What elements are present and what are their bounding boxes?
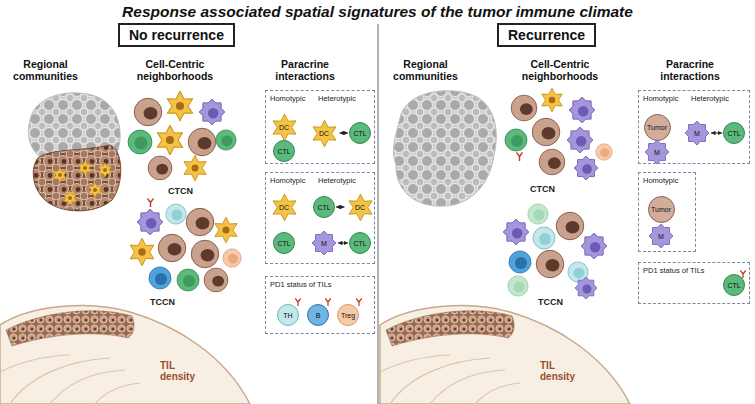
box-caption: PD1 status of TILs [643, 266, 705, 275]
cell-label: M [321, 240, 327, 247]
cell-body [685, 121, 709, 145]
macrophage-cell: M [311, 230, 337, 256]
cell-label: B [316, 312, 321, 319]
interaction-arrow [711, 133, 722, 134]
cell-label: CTL [277, 240, 290, 247]
cell-body [313, 120, 336, 147]
dendritic-cell: DC [310, 119, 339, 148]
cell-label: M [654, 149, 660, 156]
interaction-box: Homotypic HeterotypicDC CTL CTL DC M CTL [265, 172, 375, 264]
interaction-arrow [338, 243, 348, 244]
group-heading: Recurrence [497, 23, 596, 47]
cell-label: DC [319, 130, 329, 137]
cell-body [312, 231, 336, 255]
column-header: Cell-Centric neighborhoods [130, 58, 220, 82]
cell-label: DC [279, 124, 289, 131]
neighborhood-label: CTCN [530, 184, 555, 194]
cell-label: CTL [353, 240, 366, 247]
cell-body [349, 194, 372, 221]
column-header: Cell-Centric neighborhoods [515, 58, 605, 82]
tumor-cell: Tumor [648, 196, 675, 223]
interaction-box: Homotypic HeterotypicTumorM M CTL [638, 90, 750, 164]
helper-t-cell: TH [277, 304, 299, 326]
cell-label: CTL [353, 130, 366, 137]
macrophage-cell: M [644, 139, 670, 165]
box-caption: Homotypic [270, 176, 305, 185]
lymph-node [0, 306, 250, 404]
box-caption: Heterotypic [318, 176, 356, 185]
cell-label: M [658, 233, 664, 240]
box-caption: Homotypic [643, 176, 678, 185]
neighborhood-label: TCCN [150, 297, 175, 307]
ctl-cell: CTL [723, 122, 745, 144]
b-cell: B [307, 304, 329, 326]
neighborhood-label: TCCN [538, 297, 563, 307]
cell-label: Treg [341, 312, 355, 319]
ctl-cell: CTL [349, 122, 371, 144]
diagram-title: Response associated spatial signatures o… [0, 3, 755, 21]
cell-label: DC [355, 204, 365, 211]
cell-body [649, 224, 673, 248]
treg-cell: Treg [337, 304, 359, 326]
ctl-cell: CTL [273, 140, 295, 162]
box-caption: PD1 status of TILs [270, 280, 332, 289]
dendritic-cell: DC [270, 193, 299, 222]
dendritic-cell: DC [270, 113, 299, 142]
group-heading: No recurrence [118, 23, 235, 47]
cell-body [273, 114, 296, 141]
ctl-cell: CTL [723, 274, 745, 296]
box-caption: Homotypic [270, 94, 305, 103]
interaction-arrow [336, 207, 345, 208]
cell-label: CTL [727, 130, 740, 137]
column-header: Regional communities [388, 58, 463, 82]
column-header: Regional communities [8, 58, 83, 82]
cell-label: M [694, 130, 700, 137]
tumor-cell: Tumor [644, 114, 671, 141]
til-density-label: TIL density [160, 360, 204, 382]
cell-label: CTL [727, 282, 740, 289]
box-caption: Heterotypic [691, 94, 729, 103]
macrophage-cell: M [684, 120, 710, 146]
ctl-cell: CTL [313, 196, 335, 218]
interaction-box: PD1 status of TILsCTL [638, 262, 750, 304]
ctl-cell: CTL [273, 232, 295, 254]
interaction-arrow [340, 133, 349, 134]
column-header: Paracrine interactions [650, 58, 730, 82]
cell-label: CTL [277, 148, 290, 155]
cell-label: DC [279, 204, 289, 211]
panel-divider [378, 24, 379, 404]
cell-body [273, 194, 296, 221]
interaction-box: PD1 status of TILsTH B Treg [265, 276, 375, 334]
heading-text: Recurrence [508, 27, 585, 43]
til-density-label: TIL density [540, 360, 584, 382]
column-header: Paracrine interactions [265, 58, 345, 82]
ctl-cell: CTL [349, 232, 371, 254]
box-caption: Homotypic [643, 94, 678, 103]
heading-text: No recurrence [129, 27, 224, 43]
interaction-box: HomotypicTumorM [638, 172, 696, 252]
dendritic-cell: DC [346, 193, 375, 222]
lymph-node [380, 306, 630, 404]
neighborhood-label: CTCN [168, 186, 193, 196]
cell-body [645, 140, 669, 164]
immune-region [33, 145, 121, 211]
cell-label: CTL [317, 204, 330, 211]
cell-label: Tumor [651, 206, 671, 213]
cell-label: Tumor [647, 124, 667, 131]
tumor-region [393, 91, 496, 206]
cell-label: TH [283, 312, 292, 319]
interaction-box: Homotypic HeterotypicDC CTL DC CTL [265, 90, 375, 164]
box-caption: Heterotypic [318, 94, 356, 103]
macrophage-cell: M [648, 223, 674, 249]
